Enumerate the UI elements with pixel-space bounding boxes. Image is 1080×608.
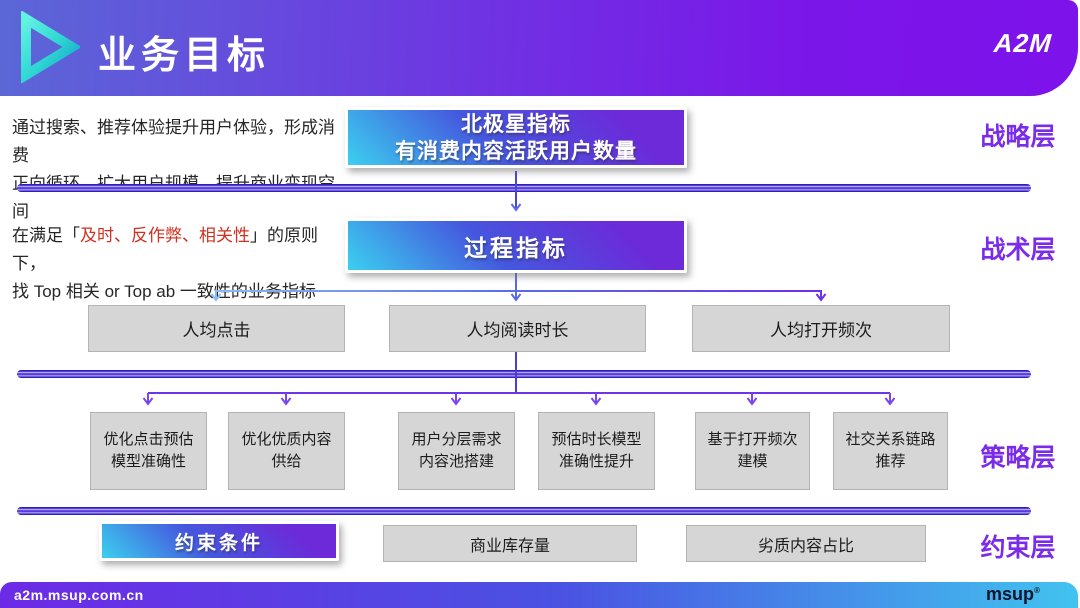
strategy-line2: 推荐 (875, 453, 906, 470)
constraint-item: 商业库存量 (469, 537, 550, 555)
tactical-note-highlight: 及时、反作弊、相关性 (80, 226, 250, 245)
strategy-box-4: 预估时长模型 准确性提升 (538, 412, 655, 490)
strategic-note-line2: 正向循环，扩大用户规模，提升商业变现空间 (12, 174, 335, 221)
strategic-note: 通过搜索、推荐体验提升用户体验，形成消费 正向循环，扩大用户规模，提升商业变现空… (12, 114, 347, 226)
strategy-line2: 模型准确性 (110, 453, 186, 470)
footer-site-url: a2m.msup.com.cn (14, 587, 144, 603)
page-title: 业务目标 (98, 35, 271, 77)
divider-constraint (17, 507, 1031, 515)
footer-bar (0, 582, 1078, 608)
msup-logo-mark: ® (1034, 586, 1040, 595)
tactical-note-prefix: 在满足「 (12, 226, 80, 245)
strategy-box-2: 优化优质内容 供给 (228, 412, 345, 490)
process-metric-label: 过程指标 (464, 234, 568, 261)
strategy-line1: 预估时长模型 (551, 431, 642, 448)
constraint-box-low-quality: 劣质内容占比 (686, 525, 926, 562)
play-triangle-icon (16, 10, 82, 84)
north-star-line1: 北极星指标 (461, 112, 571, 136)
strategy-line2: 内容池搭建 (418, 453, 494, 470)
node-process-metric: 过程指标 (345, 218, 687, 273)
metric-label: 人均阅读时长 (466, 321, 569, 340)
constraint-box-inventory: 商业库存量 (383, 525, 637, 562)
metric-label: 人均打开频次 (770, 321, 872, 340)
header-bar: 业务目标 A2M (0, 0, 1078, 96)
constraint-item: 劣质内容占比 (757, 537, 854, 555)
strategy-box-3: 用户分层需求 内容池搭建 (398, 412, 515, 490)
strategy-line1: 优化点击预估 (103, 431, 194, 448)
strategy-line2: 建模 (737, 453, 768, 470)
node-constraint: 约束条件 (99, 521, 339, 561)
metric-box-clicks: 人均点击 (88, 305, 345, 352)
metric-box-read-time: 人均阅读时长 (389, 305, 646, 352)
layer-label-constraint: 约束层 (980, 534, 1056, 562)
north-star-line2: 有消费内容活跃用户数量 (395, 139, 637, 163)
a2m-logo: A2M (993, 28, 1054, 58)
layer-label-tactical: 战术层 (980, 236, 1056, 264)
layer-label-strategic: 战略层 (980, 123, 1056, 151)
strategy-line1: 用户分层需求 (411, 431, 502, 448)
strategy-line2: 准确性提升 (558, 453, 634, 470)
strategy-line2: 供给 (271, 453, 302, 470)
strategy-box-6: 社交关系链路 推荐 (833, 412, 948, 490)
layer-label-strategy: 策略层 (980, 444, 1056, 472)
divider-strategic (17, 184, 1031, 192)
msup-logo-text: msup (986, 584, 1035, 604)
node-north-star: 北极星指标 有消费内容活跃用户数量 (345, 107, 687, 168)
tactical-note: 在满足「及时、反作弊、相关性」的原则下， 找 Top 相关 or Top ab … (12, 222, 347, 306)
metric-label: 人均点击 (182, 321, 251, 340)
strategy-box-5: 基于打开频次 建模 (695, 412, 810, 490)
strategy-line1: 优化优质内容 (241, 431, 332, 448)
strategy-box-1: 优化点击预估 模型准确性 (90, 412, 207, 490)
tactical-note-suffix: 」的原则下， (12, 226, 318, 273)
strategy-line1: 基于打开频次 (707, 431, 798, 448)
tactical-note-line2: 找 Top 相关 or Top ab 一致性的业务指标 (12, 282, 316, 301)
constraint-label: 约束条件 (174, 532, 263, 554)
metric-box-open-freq: 人均打开频次 (692, 305, 950, 352)
strategic-note-line1: 通过搜索、推荐体验提升用户体验，形成消费 (12, 118, 335, 165)
msup-logo: msup® (986, 584, 1040, 605)
divider-tactical (17, 370, 1031, 378)
strategy-line1: 社交关系链路 (845, 431, 936, 448)
